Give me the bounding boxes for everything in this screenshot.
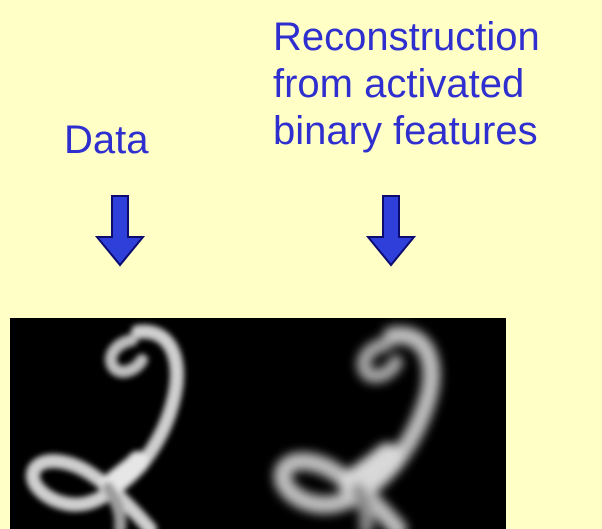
digit-images-panel (10, 318, 506, 529)
down-arrow-icon (366, 195, 416, 267)
reconstruction-label-line-2: from activated (273, 62, 525, 106)
down-arrow-icon (95, 195, 145, 267)
reconstruction-digit-image (273, 326, 441, 529)
data-digit-image (25, 324, 184, 529)
reconstruction-label: Reconstruction from activated binary fea… (273, 14, 540, 155)
reconstruction-label-line-1: Reconstruction (273, 15, 540, 59)
reconstruction-label-line-3: binary features (273, 109, 538, 153)
data-label: Data (64, 118, 149, 162)
